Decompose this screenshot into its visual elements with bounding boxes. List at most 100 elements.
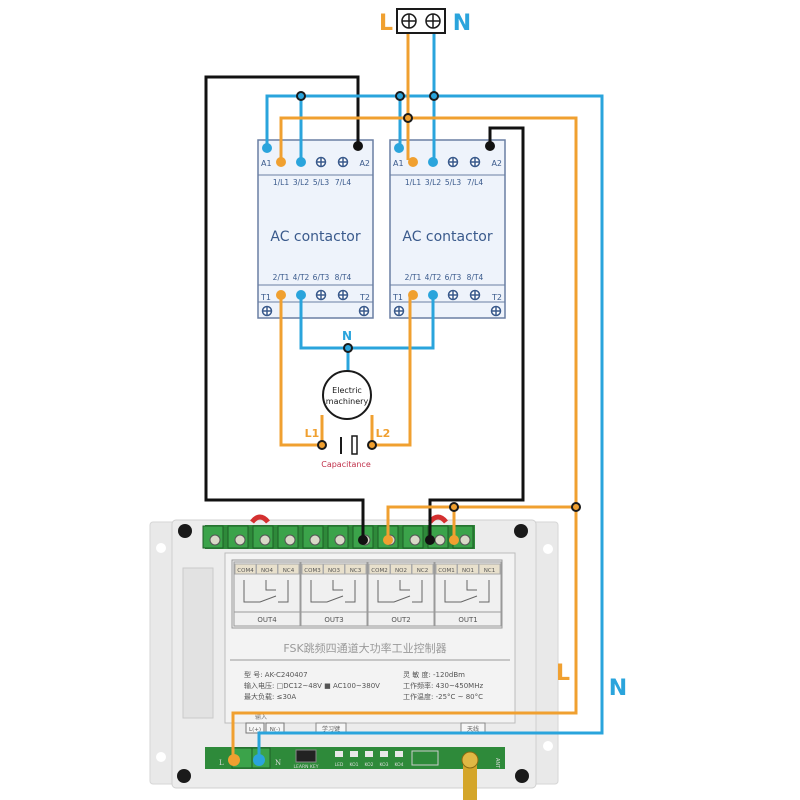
terminal-l2 <box>296 157 306 167</box>
relay-switch-symbol <box>310 580 356 603</box>
label-window <box>182 567 214 719</box>
spec-frequency: 工作频率: 430~450MHz <box>403 681 483 690</box>
top-terminal-strip <box>202 525 475 549</box>
motor-label-2: machinery <box>326 397 369 406</box>
bottom-pcb <box>205 747 505 769</box>
learn-key-label: 学习键 <box>322 725 340 733</box>
terminal-screw-icon[interactable] <box>209 534 221 546</box>
terminal-screw-icon[interactable] <box>309 534 321 546</box>
motor-icon <box>322 370 372 420</box>
terminal-screw-icon[interactable] <box>459 534 471 546</box>
l1-label: L1 <box>305 427 320 440</box>
led-label: KO1 <box>349 762 358 768</box>
screw-icon <box>177 769 191 783</box>
relay-header-box <box>277 563 300 575</box>
screw-icon <box>515 769 529 783</box>
screw-icon <box>178 524 192 538</box>
led-label: KO2 <box>364 762 373 768</box>
terminal-label: 3/L2 <box>293 178 309 187</box>
mount-hole <box>543 741 553 751</box>
live-to-com2 <box>386 505 454 540</box>
relay-header-label: COM3 <box>304 568 321 574</box>
terminal-wire-end <box>425 535 435 545</box>
terminal-screw-icon[interactable] <box>434 534 446 546</box>
terminal-label-a2: A2 <box>491 159 502 168</box>
terminal-label: 3/L2 <box>425 178 441 187</box>
led-label: KO4 <box>394 762 403 768</box>
terminal-screw-icon[interactable] <box>334 534 346 546</box>
c2-t1-to-capacitor <box>372 296 412 447</box>
terminal-label: 5/L3 <box>445 178 461 187</box>
junction-icon <box>296 91 306 101</box>
terminal-label-a1: A1 <box>261 159 272 168</box>
motor-neutral-bus <box>299 296 435 350</box>
terminal-label: 4/T2 <box>425 273 442 282</box>
relay-header-label: NO3 <box>328 568 340 574</box>
terminal-screw-icon[interactable] <box>259 534 271 546</box>
relay-header-label: NO1 <box>462 568 474 574</box>
jumper <box>411 750 439 766</box>
led-indicator <box>335 751 343 757</box>
led-indicator <box>350 751 358 757</box>
learn-key-button[interactable] <box>295 749 317 763</box>
contactor-housing <box>257 139 374 319</box>
side-label-n: N <box>609 676 627 701</box>
terminal-screw-icon[interactable] <box>284 534 296 546</box>
relay-header-label: NC2 <box>417 568 428 574</box>
terminal-screw-icon[interactable] <box>234 534 246 546</box>
power-label-n: N <box>453 11 471 36</box>
mount-hole <box>156 752 166 762</box>
junction-icon <box>343 343 353 353</box>
terminal-label-t1: T1 <box>392 293 403 302</box>
l2-label: L2 <box>376 427 391 440</box>
terminal-label: 8/T4 <box>335 273 352 282</box>
output-label: OUT4 <box>257 616 277 624</box>
spec-model: 型 号: AK-C240407 <box>244 670 308 679</box>
relay-header-label: NO4 <box>261 568 273 574</box>
terminal-label-t2: T2 <box>491 293 502 302</box>
relay-header-label: NO2 <box>395 568 407 574</box>
neutral-bus <box>257 94 604 760</box>
capacitor-terminal <box>317 440 327 450</box>
junction-icon <box>449 502 459 512</box>
terminal-l1 <box>276 157 286 167</box>
terminal-label: 7/L4 <box>335 178 351 187</box>
led-row: LED KO1 KO2 KO3 KO4 <box>335 751 404 768</box>
relay-switch-symbol <box>444 580 490 603</box>
terminal-label: 2/T1 <box>273 273 290 282</box>
terminal-t2 <box>296 290 306 300</box>
led-label: KO3 <box>379 762 388 768</box>
input-box-n-label: N(-) <box>270 727 280 733</box>
capacitor-label: Capacitance <box>321 460 371 469</box>
side-label-l: L <box>556 661 570 686</box>
output-label: OUT1 <box>458 616 477 624</box>
power-label-l: L <box>379 11 393 36</box>
terminal-label: 6/T3 <box>445 273 462 282</box>
relay-cell <box>233 561 301 627</box>
capacitor-plate <box>351 435 358 455</box>
antenna-box-label: 天线 <box>467 725 479 733</box>
spec-temperature: 工作温度: -25°C ~ 80°C <box>403 692 483 701</box>
bottom-label-n: N <box>275 759 281 767</box>
terminal-l1 <box>408 157 418 167</box>
terminal-label-t2: T2 <box>359 293 370 302</box>
antenna-sma <box>463 758 477 800</box>
terminal-t1 <box>276 290 286 300</box>
terminal-screw-icon[interactable] <box>409 534 421 546</box>
contactor-title: AC contactor <box>270 229 361 245</box>
terminal-label: 5/L3 <box>313 178 329 187</box>
input-label: 输入 <box>255 713 267 721</box>
screw-icon <box>514 524 528 538</box>
relay-switch-symbol <box>243 580 289 603</box>
led-label: LED <box>335 762 344 768</box>
terminal-label: 6/T3 <box>313 273 330 282</box>
control-wire-a2-1 <box>204 75 365 540</box>
product-title: FSK跳频四通道大功率工业控制器 <box>283 641 446 655</box>
input-box-l <box>245 722 265 734</box>
motor-label-1: Electric <box>332 386 362 395</box>
input-l-wire-end <box>228 754 240 766</box>
